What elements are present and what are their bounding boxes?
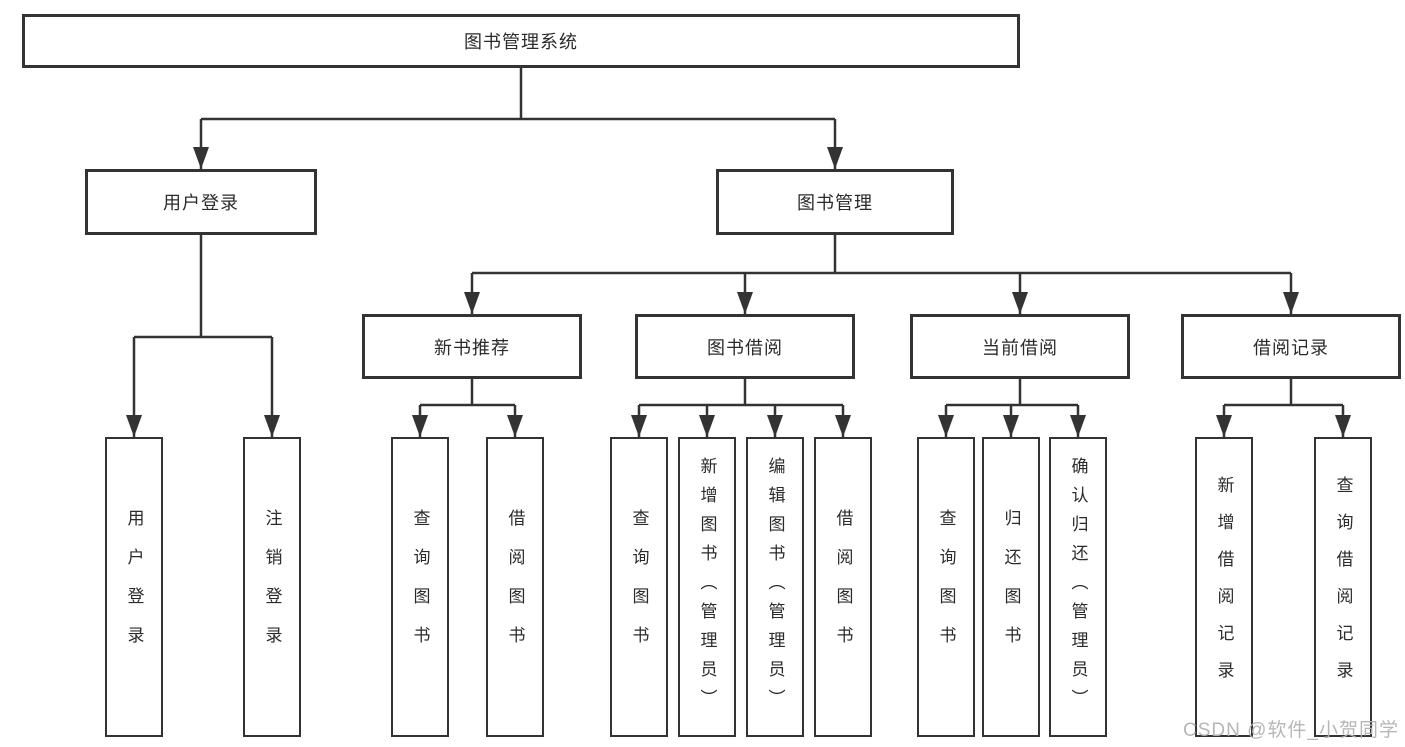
leaf-borrow-books: 借阅图书 xyxy=(814,437,872,737)
node-book-borrowing: 图书借阅 xyxy=(635,314,855,379)
leaf-query-books-borrowing-label: 查询图书 xyxy=(629,509,649,665)
node-book-borrowing-label: 图书借阅 xyxy=(707,337,783,358)
node-current-borrowing: 当前借阅 xyxy=(910,314,1130,379)
connector-paths xyxy=(132,68,1345,437)
leaf-borrow-books-recommend-label: 借阅图书 xyxy=(505,509,525,665)
leaf-confirm-return-admin: 确认归还（管理员） xyxy=(1049,437,1107,737)
leaf-borrow-books-label: 借阅图书 xyxy=(833,509,853,665)
node-current-borrowing-label: 当前借阅 xyxy=(982,337,1058,358)
leaf-add-books-admin-label: 新增图书（管理员） xyxy=(697,456,717,718)
leaf-logout-label: 注销登录 xyxy=(262,509,282,665)
leaf-query-books-current: 查询图书 xyxy=(917,437,975,737)
leaf-borrow-books-recommend: 借阅图书 xyxy=(486,437,544,737)
leaf-user-login-label: 用户登录 xyxy=(124,509,144,665)
leaf-edit-books-admin-label: 编辑图书（管理员） xyxy=(765,456,785,718)
leaf-query-books-current-label: 查询图书 xyxy=(936,509,956,665)
leaf-return-books-label: 归还图书 xyxy=(1001,509,1021,665)
node-new-book-recommend-label: 新书推荐 xyxy=(434,337,510,358)
node-book-management-label: 图书管理 xyxy=(797,193,873,213)
arrowheads xyxy=(126,147,1351,437)
leaf-return-books: 归还图书 xyxy=(982,437,1040,737)
leaf-query-borrow-record: 查询借阅记录 xyxy=(1314,437,1372,737)
leaf-add-borrow-record: 新增借阅记录 xyxy=(1195,437,1253,737)
node-book-management: 图书管理 xyxy=(716,169,954,235)
leaf-add-borrow-record-label: 新增借阅记录 xyxy=(1214,476,1234,698)
node-borrow-records: 借阅记录 xyxy=(1181,314,1401,379)
node-root: 图书管理系统 xyxy=(22,14,1020,68)
leaf-logout: 注销登录 xyxy=(243,437,301,737)
leaf-query-borrow-record-label: 查询借阅记录 xyxy=(1333,476,1353,698)
leaf-add-books-admin: 新增图书（管理员） xyxy=(678,437,736,737)
leaf-query-books-recommend: 查询图书 xyxy=(391,437,449,737)
node-user-login-label: 用户登录 xyxy=(163,193,239,213)
leaf-confirm-return-admin-label: 确认归还（管理员） xyxy=(1068,456,1088,718)
node-root-label: 图书管理系统 xyxy=(464,32,578,52)
csdn-watermark: CSDN @软件_小贺同学 xyxy=(1183,720,1399,741)
leaf-query-books-borrowing: 查询图书 xyxy=(610,437,668,737)
leaf-query-books-recommend-label: 查询图书 xyxy=(410,509,430,665)
node-borrow-records-label: 借阅记录 xyxy=(1253,337,1329,358)
leaf-edit-books-admin: 编辑图书（管理员） xyxy=(746,437,804,737)
leaf-user-login: 用户登录 xyxy=(105,437,163,737)
node-user-login: 用户登录 xyxy=(85,169,317,235)
node-new-book-recommend: 新书推荐 xyxy=(362,314,582,379)
